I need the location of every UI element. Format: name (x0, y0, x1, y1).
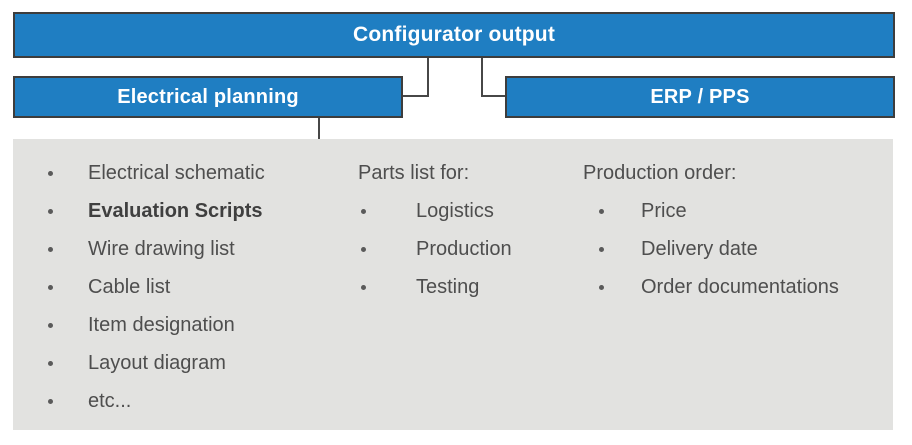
list-item: Order documentations (583, 268, 839, 306)
bullet-icon (48, 170, 53, 176)
column-heading: Production order: (583, 154, 839, 192)
list-item-label: Evaluation Scripts (88, 199, 263, 222)
list-item-highlighted: Evaluation Scripts (13, 192, 265, 230)
bullet-icon (48, 284, 53, 290)
connector-root-to-left-horizontal (403, 95, 429, 97)
bullet-icon (48, 208, 53, 214)
branch-node-erp-pps: ERP / PPS (505, 76, 895, 118)
list-item: Price (583, 192, 839, 230)
output-details-panel: Electrical schematic Evaluation Scripts … (13, 139, 893, 430)
list-item-label: Delivery date (641, 237, 758, 260)
bullet-icon (599, 246, 604, 252)
list-item: Testing (358, 268, 512, 306)
list-item-label: Electrical schematic (88, 161, 265, 184)
list-item-label: Cable list (88, 275, 171, 298)
connector-root-to-right-horizontal (481, 95, 506, 97)
root-node-label: Configurator output (352, 23, 556, 46)
bullet-icon (361, 246, 366, 252)
list-item-label: Layout diagram (88, 351, 226, 374)
bullet-icon (599, 284, 604, 290)
column-heading-label: Production order: (583, 161, 737, 184)
column-production-order: Production order: Price Delivery date Or… (583, 154, 839, 306)
list-item-label: Production (416, 237, 512, 260)
list-item-label: Item designation (88, 313, 235, 336)
list-item: Wire drawing list (13, 230, 265, 268)
list-item: Production (358, 230, 512, 268)
list-item-label: Logistics (416, 199, 494, 222)
root-node-configurator-output: Configurator output (13, 12, 895, 58)
list-item-label: Testing (416, 275, 480, 298)
list-item-label: etc... (88, 389, 132, 412)
branch-left-label: Electrical planning (117, 85, 299, 108)
bullet-icon (361, 284, 366, 290)
bullet-icon (599, 208, 604, 214)
bullet-icon (48, 360, 53, 366)
list-item-label: Wire drawing list (88, 237, 235, 260)
list-item: Item designation (13, 306, 265, 344)
list-item: Layout diagram (13, 344, 265, 382)
list-item: Electrical schematic (13, 154, 265, 192)
connector-root-to-left-vertical (427, 58, 429, 97)
bullet-icon (361, 208, 366, 214)
column-heading: Parts list for: (358, 154, 512, 192)
connector-root-to-right-vertical (481, 58, 483, 97)
column-heading-label: Parts list for: (358, 161, 470, 184)
branch-node-electrical-planning: Electrical planning (13, 76, 403, 118)
branch-right-label: ERP / PPS (650, 85, 750, 108)
bullet-icon (48, 322, 53, 328)
list-item-label: Order documentations (641, 275, 839, 298)
list-item: Delivery date (583, 230, 839, 268)
list-item: Logistics (358, 192, 512, 230)
list-item-label: Price (641, 199, 687, 222)
bullet-icon (48, 398, 53, 404)
column-electrical-planning-outputs: Electrical schematic Evaluation Scripts … (13, 154, 265, 420)
bullet-icon (48, 246, 53, 252)
list-item: Cable list (13, 268, 265, 306)
column-parts-list: Parts list for: Logistics Production Tes… (358, 154, 512, 306)
list-item: etc... (13, 382, 265, 420)
